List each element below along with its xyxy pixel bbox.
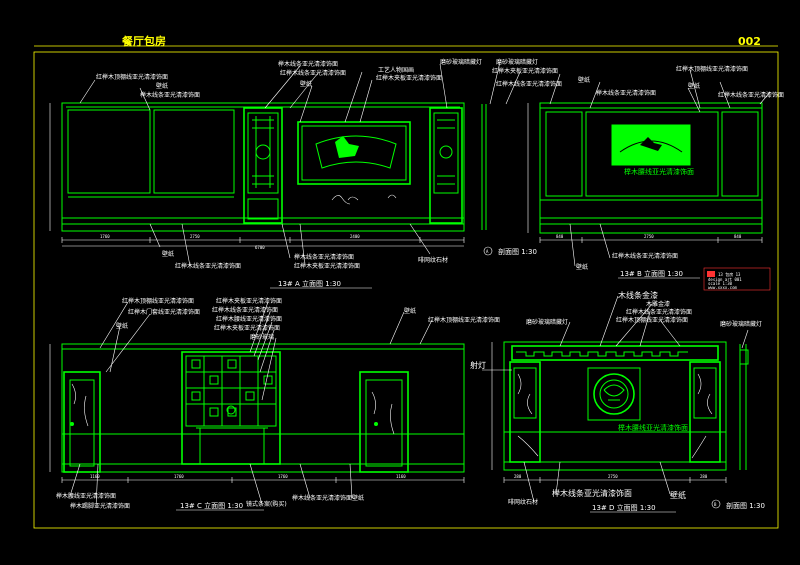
- elev-b-label-r2: 红榉木顶棚线亚光清漆饰面: [676, 65, 748, 73]
- elev-d-panel-label: 榉木腰线亚光清漆饰面: [618, 423, 688, 432]
- elev-c-dim-3: 1760: [278, 474, 288, 479]
- elev-a-label-b1: 壁纸: [162, 250, 174, 258]
- elev-d-label-t5: 磨砂玻璃暗藏灯: [526, 318, 568, 326]
- elev-d-label-b1: 榉木线条亚光清漆饰面: [552, 488, 632, 498]
- elev-d-fretwork: [511, 345, 719, 361]
- elev-a-painting: [297, 121, 411, 205]
- elev-b-label-t1: 磨砂玻璃暗藏灯: [496, 58, 538, 66]
- elev-a-label-9: 磨砂玻璃暗藏灯: [440, 58, 482, 66]
- sheet-number: 002: [738, 35, 761, 48]
- elev-c-label-m2: 红榉木线条亚光清漆饰面: [212, 306, 278, 314]
- elev-a-dim-2: 2750: [190, 234, 200, 239]
- elev-a-label-8: 红榉木夹板亚光清漆饰面: [376, 74, 442, 82]
- elev-a-label-b5: 啡网纹石材: [418, 256, 448, 264]
- elev-a-label-2: 壁纸: [156, 82, 168, 90]
- elev-a-label-5: 红榉木线条亚光清漆饰面: [280, 69, 346, 77]
- elev-a-lattice-right: [429, 107, 463, 224]
- elev-d-dim-1: 280: [514, 474, 522, 479]
- elev-d-label-b2: 壁纸: [670, 490, 686, 500]
- elev-d-dim-2: 2750: [608, 474, 618, 479]
- elev-c-door-right: [359, 371, 409, 473]
- elev-c-label-m1: 红榉木夹板亚光清漆饰面: [216, 297, 282, 305]
- elev-b-label-t2: 红榉木夹板亚光清漆饰面: [492, 67, 558, 75]
- elev-a-label-4: 榉木线条亚光清漆饰面: [278, 60, 338, 68]
- section-a-marker: A: [486, 249, 489, 254]
- elev-d-label-spot: 射灯: [470, 360, 486, 370]
- section-b: 磨砂玻璃暗藏灯 B 剖面图 1:30: [711, 320, 765, 510]
- elev-a-label-6: 壁纸: [300, 80, 312, 88]
- elev-c-dim-1: 1160: [90, 474, 100, 479]
- elev-c-label-b5: 壁纸: [352, 494, 364, 502]
- sheet-frame: [33, 51, 779, 529]
- elev-d-dim-3: 280: [700, 474, 708, 479]
- elev-a-lattice-left: [243, 107, 283, 224]
- elev-c-label-m5: 磨砂玻璃: [250, 333, 274, 341]
- elev-b-panel-label: 榉木腰线亚光清漆饰面: [624, 167, 694, 176]
- elev-b-caption: 13# B 立面图 1:30: [620, 269, 683, 278]
- elev-a-dim-3: 2400: [350, 234, 360, 239]
- elev-b-dim-3: 840: [734, 234, 742, 239]
- elev-b-label-r5: 红榉木线条亚光清漆饰面: [718, 91, 784, 99]
- elev-b-label-r1: 壁纸: [578, 76, 590, 84]
- elev-d-label-t2: 木雕金漆: [646, 300, 670, 308]
- elevation-d: 榉木腰线亚光清漆饰面 280 2750 280 木线条金漆 木雕金漆 红榉木线条…: [470, 290, 727, 513]
- elev-a-dim-1: 1760: [100, 234, 110, 239]
- title-block-line4: www.xxxx.com: [708, 285, 737, 290]
- elev-c-label-l1: 红榉木顶棚线亚光清漆饰面: [122, 297, 194, 305]
- elevation-c: 1160 1760 1760 1160 红榉木顶棚线亚光清漆饰面 红榉木门套线亚…: [49, 297, 500, 511]
- elev-c-dim-2: 1760: [174, 474, 184, 479]
- elev-a-label-b4: 红榉木夹板亚光清漆饰面: [294, 262, 360, 270]
- elev-b-painting: [611, 124, 691, 166]
- elev-c-label-r1: 壁纸: [404, 307, 416, 315]
- section-b-marker: B: [714, 502, 717, 507]
- elev-c-label-m4: 红榉木夹板亚光清漆饰面: [214, 324, 280, 332]
- elev-c-door-left: [63, 371, 101, 473]
- elev-c-dim-4: 1160: [396, 474, 406, 479]
- elev-d-label-t4: 红榉木顶棚线亚光清漆饰面: [616, 316, 688, 324]
- elev-d-label-t3: 红榉木线条亚光清漆饰面: [626, 308, 692, 316]
- elev-c-caption: 13# C 立面图 1:30: [180, 501, 243, 510]
- elev-a-label-b3: 榉木线条亚光清漆饰面: [294, 253, 354, 261]
- elev-b-dim-1: 840: [556, 234, 564, 239]
- elev-a-caption: 13# A 立面图 1:30: [278, 279, 341, 288]
- elev-c-screen: [181, 351, 281, 465]
- title-block-line2: design art 001: [708, 277, 742, 282]
- elevation-b: 榉木腰线亚光清漆饰面 840 2750 840 磨砂玻璃暗藏灯 红榉木夹板亚光清…: [489, 58, 784, 279]
- elev-c-label-b2: 榉木踢脚亚光清漆饰面: [70, 502, 130, 510]
- elev-a-label-1: 红榉木顶棚线亚光清漆饰面: [96, 73, 168, 81]
- elev-a-label-3: 榉木线条亚光清漆饰面: [140, 91, 200, 99]
- section-a-caption: 剖面图 1:30: [498, 247, 537, 256]
- elev-a-label-b2: 红榉木线条亚光清漆饰面: [175, 262, 241, 270]
- elev-c-label-l3: 壁纸: [116, 322, 128, 330]
- elev-a-outline: [61, 102, 465, 232]
- elev-d-label-b3: 啡网纹石材: [508, 498, 538, 506]
- elevation-a: 1760 2750 2400 6700 红榉木顶棚线亚光清漆饰面 壁纸 榉木线条…: [49, 58, 537, 289]
- elev-d-label-t1: 木线条金漆: [618, 290, 658, 300]
- sheet-title: 餐厅包房: [121, 34, 166, 48]
- title-block-line3: scale 1:30: [708, 281, 733, 286]
- elev-d-medallion: [587, 367, 641, 421]
- elev-b-label-t3: 红榉木线条亚光清漆饰面: [496, 80, 562, 88]
- elev-c-label-r2: 红榉木顶棚线亚光清漆饰面: [428, 316, 500, 324]
- elev-b-label-r3: 榉木线条亚光清漆饰面: [596, 89, 656, 97]
- elev-b-label-b2: 壁纸: [576, 263, 588, 271]
- title-block-line1: 13 包房 13: [718, 271, 741, 277]
- elev-c-label-b1: 榉木腰线亚光清漆饰面: [56, 492, 116, 500]
- elev-a-label-7: 工艺人物国画: [378, 66, 414, 74]
- elev-c-label-l2: 红榉木门套线亚光清漆饰面: [128, 308, 200, 316]
- elev-d-caption: 13# D 立面图 1:30: [592, 503, 656, 512]
- elev-b-label-b1: 红榉木线条亚光清漆饰面: [612, 252, 678, 260]
- title-block: 13 包房 13 design art 001 scale 1:30 www.x…: [703, 267, 771, 291]
- elev-c-label-b4: 榉木线条亚光清漆饰面: [292, 494, 352, 502]
- elev-b-dim-2: 2750: [644, 234, 654, 239]
- elev-a-dim-total: 6700: [255, 245, 265, 250]
- section-b-side-label: 磨砂玻璃暗藏灯: [720, 320, 762, 328]
- elev-b-label-r4: 壁纸: [688, 82, 700, 90]
- elev-c-label-m3: 红榉木腰线亚光清漆饰面: [216, 315, 282, 323]
- elev-c-label-b3: 镜式条案(购买): [246, 500, 287, 508]
- section-b-caption: 剖面图 1:30: [726, 501, 765, 510]
